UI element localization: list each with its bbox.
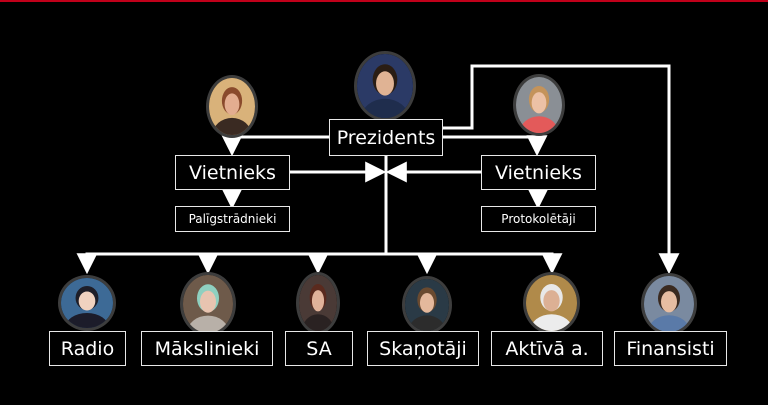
active-box: Aktīvā a. xyxy=(491,331,603,366)
person-photo-icon xyxy=(209,78,255,135)
person-photo-icon xyxy=(526,275,577,331)
person-photo-icon xyxy=(183,275,233,333)
avatar-radio xyxy=(58,275,116,331)
radio-box: Radio xyxy=(49,331,126,366)
sa-box: SA xyxy=(285,331,353,366)
avatar-vice-right xyxy=(513,74,565,136)
avatar-vice-left xyxy=(206,75,258,138)
vice-left-box: Vietnieks xyxy=(175,155,290,190)
avatar-finance xyxy=(641,273,697,335)
person-photo-icon xyxy=(644,276,694,332)
sound-box: Skaņotāji xyxy=(367,331,479,366)
avatar-president xyxy=(354,51,416,121)
finance-box: Finansisti xyxy=(614,331,727,366)
assistants-box: Palīgstrādnieki xyxy=(175,206,290,232)
president-box: Prezidents xyxy=(329,119,443,156)
person-photo-icon xyxy=(405,279,449,331)
avatar-artists xyxy=(180,272,236,336)
avatar-sound xyxy=(402,276,452,334)
person-photo-icon xyxy=(61,278,113,328)
top-accent-bar xyxy=(0,0,768,2)
person-photo-icon xyxy=(516,77,562,133)
vice-right-box: Vietnieks xyxy=(481,155,596,190)
person-photo-icon xyxy=(299,275,337,331)
artists-box: Mākslinieki xyxy=(141,331,273,366)
avatar-active xyxy=(523,272,580,334)
person-photo-icon xyxy=(357,54,413,118)
secretaries-box: Protokolētāji xyxy=(481,206,596,232)
avatar-sa xyxy=(296,272,340,334)
